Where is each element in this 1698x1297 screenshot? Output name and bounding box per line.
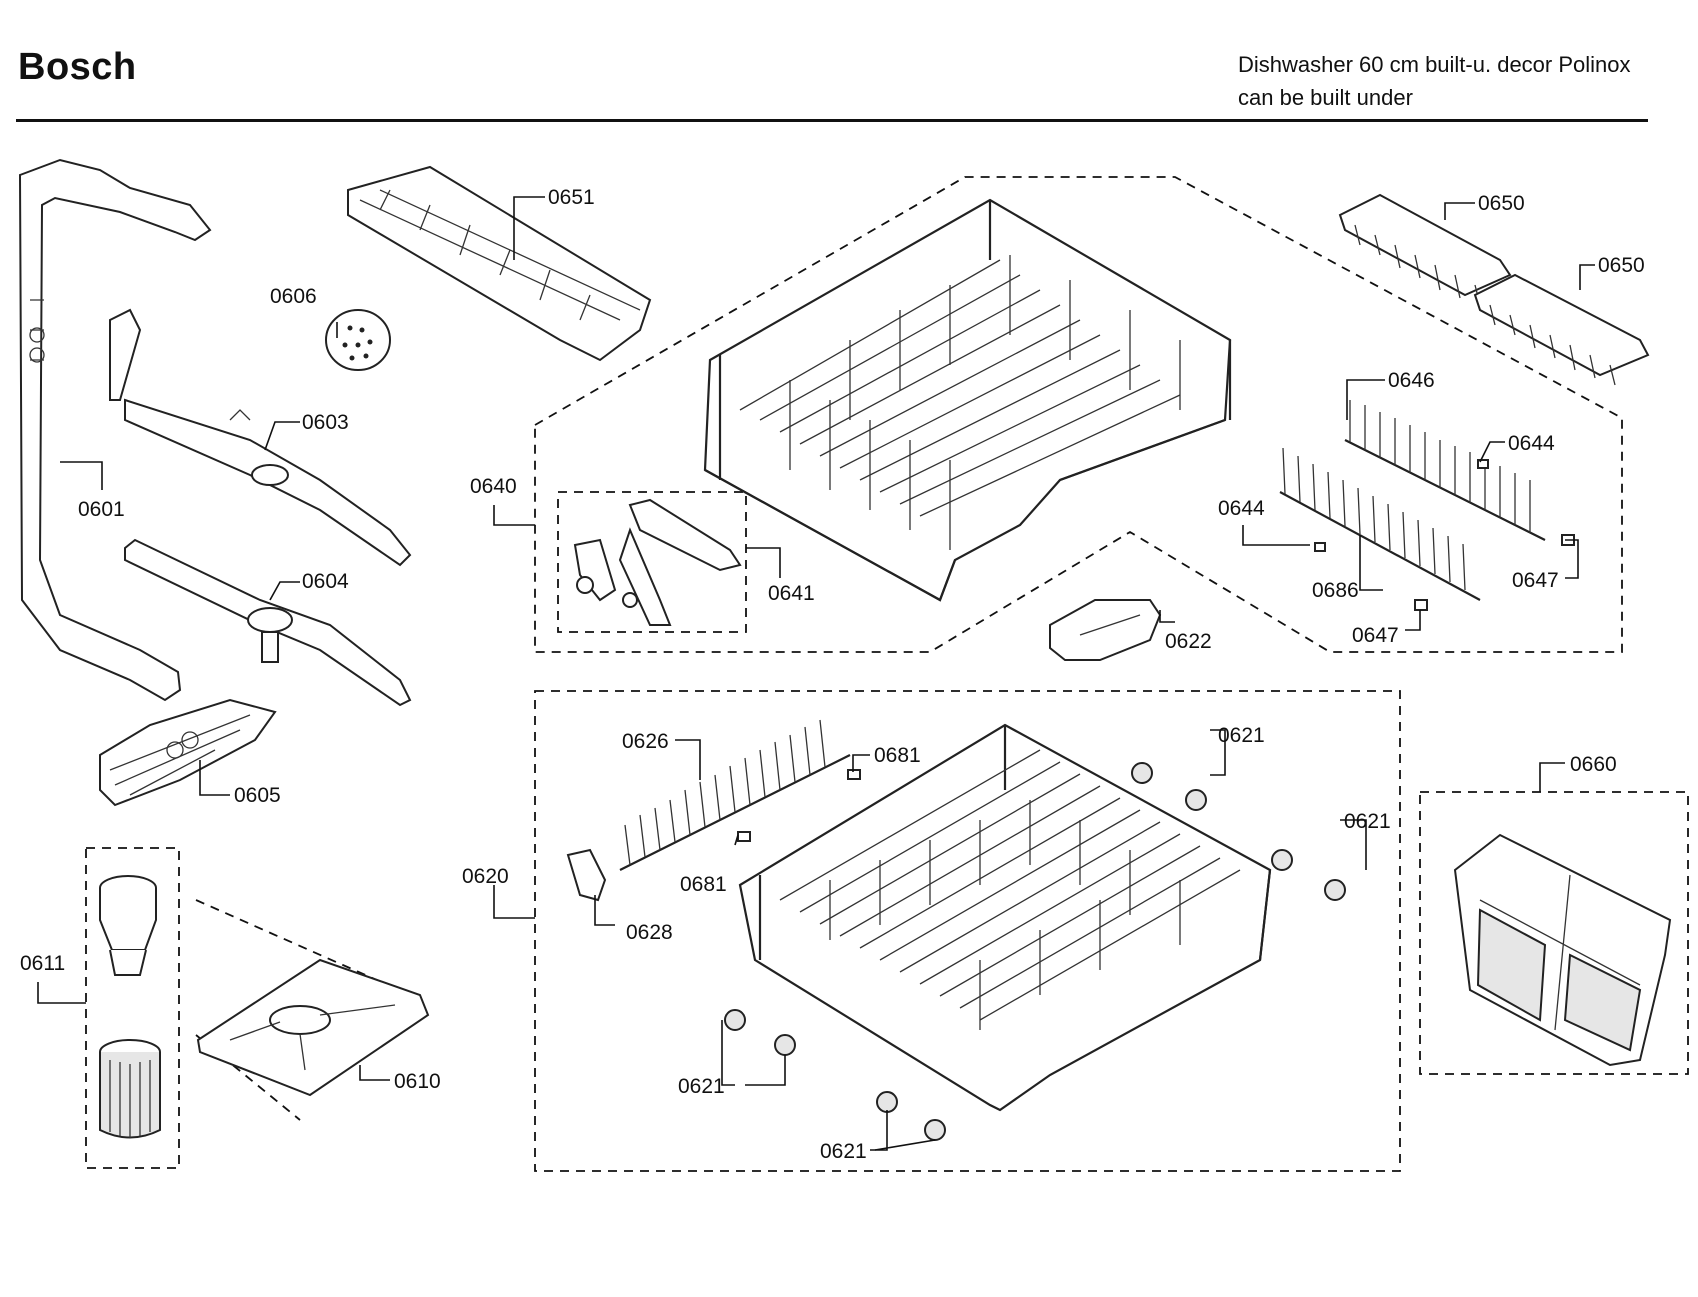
part-label-0651: 0651 [548,186,595,209]
upper-spray-arm-part [109,308,412,567]
part-label-0604: 0604 [302,570,349,593]
part-label-0621-c: 0621 [678,1075,725,1098]
part-label-0606: 0606 [270,285,317,308]
part-label-0644-b: 0644 [1218,497,1265,520]
part-label-0640: 0640 [470,475,517,498]
description-line-2: can be built under [1238,85,1413,110]
part-label-0621-a: 0621 [1218,724,1265,747]
leader-lines [37,196,1595,1151]
brand-title: Bosch [18,46,137,88]
part-label-0660: 0660 [1570,753,1617,776]
tine-bracket-part [566,848,607,902]
part-label-0628: 0628 [626,921,673,944]
part-label-0681-a: 0681 [874,744,921,767]
folding-spike-rack-part-1 [1338,193,1512,306]
cutlery-basket-part [1453,833,1672,1067]
part-label-0647-a: 0647 [1512,569,1559,592]
supply-pipe-part [18,158,212,702]
part-label-0641: 0641 [768,582,815,605]
model-description: Dishwasher 60 cm built-u. decor Polinox … [1238,48,1631,114]
part-label-0620: 0620 [462,865,509,888]
part-label-0644-a: 0644 [1508,432,1555,455]
fine-filter-tray-part [99,698,277,807]
lower-rack-part [738,723,1272,1112]
part-label-0611: 0611 [20,952,65,975]
tine-row-part-1 [1344,400,1546,541]
part-label-0650-b: 0650 [1598,254,1645,277]
rack-handle-part [1049,599,1162,661]
part-label-0622: 0622 [1165,630,1212,653]
lower-rack-group-outline [534,690,1401,1172]
part-label-0681-b: 0681 [680,873,727,896]
cutlery-tray-part [347,165,652,362]
lower-spray-arm-part [124,538,412,707]
part-label-0605: 0605 [234,784,281,807]
part-label-0626: 0626 [622,730,669,753]
part-label-0621-d: 0621 [820,1140,867,1163]
part-label-0603: 0603 [302,411,349,434]
tine-row-part-2 [1279,447,1481,601]
part-label-0646: 0646 [1388,369,1435,392]
part-label-0686: 0686 [1312,579,1359,602]
part-label-0647-b: 0647 [1352,624,1399,647]
part-label-0601: 0601 [78,498,125,521]
flat-filter-plate-part [196,958,430,1097]
folding-spike-rack-part-2 [1473,273,1650,386]
part-label-0621-b: 0621 [1344,810,1391,833]
rack-adjuster-group-outline [557,491,747,633]
upper-rack-part [703,198,1232,602]
part-label-0650-a: 0650 [1478,192,1525,215]
filter-cap-part [325,309,391,371]
part-label-0610: 0610 [394,1070,441,1093]
rack-adjuster-part [573,498,742,626]
header-divider [16,119,1648,122]
description-line-1: Dishwasher 60 cm built-u. decor Polinox [1238,52,1631,77]
filter-cartridge-part [99,875,161,1139]
lower-tine-row-part [619,719,851,871]
upper-rack-group-outline [534,176,1623,653]
cutlery-basket-group-outline [1419,791,1689,1075]
rack-roller-parts [724,762,1346,1141]
